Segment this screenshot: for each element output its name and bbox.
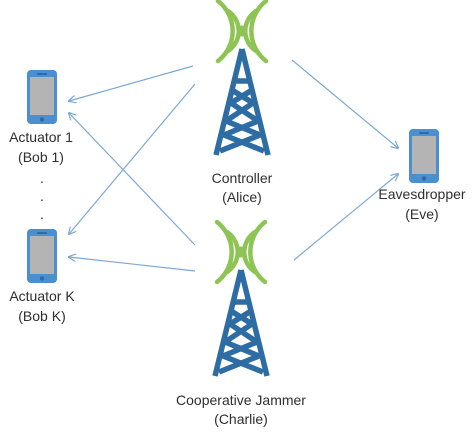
arrow-alice-to-bobk: [69, 83, 196, 234]
jammer-node: Cooperative Jammer (Charlie): [176, 222, 306, 427]
arrow-charlie-to-bob1: [69, 113, 196, 246]
actuator-1-role: (Bob 1): [18, 149, 64, 165]
smartphone-icon: [27, 70, 57, 124]
smartphone-icon: [409, 129, 439, 183]
ellipsis-dot: .: [40, 206, 44, 222]
eavesdropper-name: Eavesdropper: [378, 186, 466, 202]
controller-name: Controller: [212, 170, 273, 186]
link-arrows: [69, 59, 398, 272]
actuator-k-name: Actuator K: [9, 288, 75, 304]
jammer-role: (Charlie): [214, 411, 268, 427]
eavesdropper-node: Eavesdropper (Eve): [378, 129, 466, 222]
actuator-k-node: Actuator K (Bob K): [9, 229, 75, 324]
controller-node: Controller (Alice): [212, 1, 273, 205]
actuator-1-node: Actuator 1 (Bob 1): [9, 70, 73, 165]
smartphone-icon: [27, 229, 57, 283]
arrow-charlie-to-eve: [293, 174, 398, 261]
vertical-ellipsis: . . .: [40, 170, 44, 222]
actuator-1-name: Actuator 1: [9, 129, 73, 145]
controller-role: (Alice): [222, 189, 262, 205]
ellipsis-dot: .: [40, 188, 44, 204]
actuator-k-role: (Bob K): [18, 308, 65, 324]
ellipsis-dot: .: [40, 170, 44, 186]
arrow-alice-to-bob1: [69, 65, 194, 101]
eavesdropper-role: (Eve): [405, 206, 438, 222]
radio-tower-icon: [215, 222, 267, 376]
arrow-charlie-to-bobk: [69, 257, 196, 272]
radio-tower-icon: [216, 1, 268, 155]
arrow-alice-to-eve: [291, 59, 398, 148]
jammer-name: Cooperative Jammer: [176, 392, 306, 408]
